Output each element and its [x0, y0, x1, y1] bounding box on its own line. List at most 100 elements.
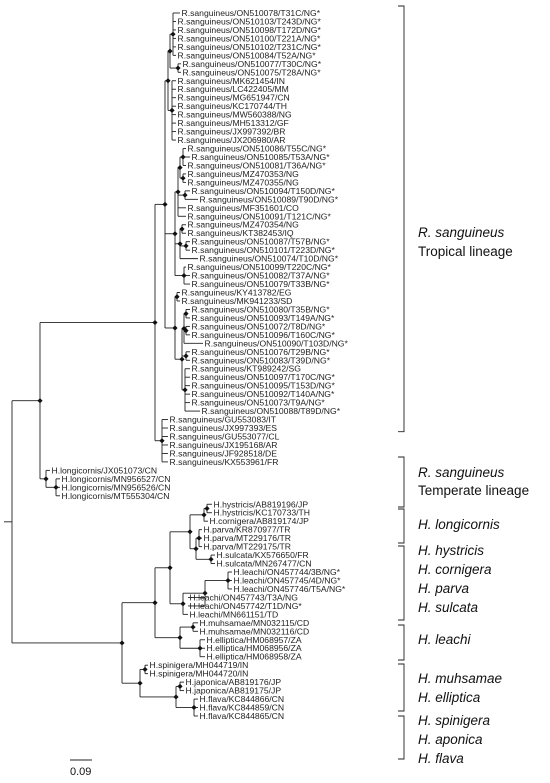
- group-label: R. sanguineus: [418, 225, 505, 240]
- tip-label: H.longicornis/JX051073/CN: [52, 465, 158, 475]
- support-node: [142, 666, 148, 673]
- tip-label: R.sanguineus/MZ470355/NG: [188, 177, 300, 187]
- tip-label: R.sanguineus/ON510098/T172D/NG*: [178, 25, 322, 35]
- group-bracket: [398, 715, 405, 760]
- tip-label: H.hystricis/AB819196/JP: [214, 499, 309, 509]
- tip-label: R.sanguineus/KY413782/EG: [182, 288, 292, 298]
- tip-label: H.sulcata/MN267477/CN: [217, 559, 312, 569]
- group-label: H. spinigera: [418, 713, 491, 728]
- tip-label: R.sanguineus/KX553961/FR: [170, 457, 279, 467]
- tip-label: R.sanguineus/ON510091/T121C/NG*: [188, 211, 332, 221]
- tip-label: R.sanguineus/ON510080/T35B/NG*: [192, 304, 331, 314]
- support-node: [159, 438, 165, 444]
- support-node: [53, 484, 59, 490]
- tip-label: R.sanguineus/ON510101/T223D/NG*: [192, 245, 336, 255]
- support-node: [170, 31, 176, 37]
- tip-label: H.leachi/ON457744/3B/NG*: [234, 567, 341, 577]
- support-node: [187, 529, 193, 535]
- support-node: [169, 107, 175, 114]
- tip-label: R.sanguineus/ON510102/T231C/NG*: [178, 42, 322, 52]
- group-brackets: [398, 5, 405, 760]
- tip-label: R.sanguineus/ON510092/T140A/NG*: [192, 389, 335, 399]
- tip-label: H.parva/MT229176/TR: [204, 533, 291, 543]
- support-node: [183, 353, 189, 359]
- support-node: [196, 535, 202, 541]
- support-node: [177, 164, 183, 171]
- tip-label: R.sanguineus/JX997392/BR: [178, 127, 286, 137]
- tip-label: R.sanguineus/JX206980/AR: [178, 135, 286, 145]
- tree-nodes: [37, 31, 231, 711]
- support-node: [225, 577, 231, 584]
- tip-label: R.sanguineus/JX195168/AR: [170, 440, 278, 450]
- tip-label: R.sanguineus/ON510088/T89D/NG*: [202, 406, 341, 416]
- tip-label: H.longicornis/MN956526/CN: [62, 482, 171, 492]
- group-label: Tropical lineage: [418, 244, 513, 259]
- tip-label: H.flava/KC844865/CN: [200, 711, 285, 721]
- group-label: H. longicornis: [418, 517, 500, 532]
- group-bracket: [398, 5, 405, 433]
- tip-label: R.sanguineus/GU553083/IT: [170, 415, 277, 425]
- support-node: [183, 311, 189, 317]
- tip-label: H.parva/KR870977/TR: [204, 525, 291, 535]
- group-label: H. aponica: [418, 732, 483, 747]
- tip-label: R.sanguineus/JX997393/ES: [170, 423, 278, 433]
- tip-label: R.sanguineus/ON510078/T31C/NG*: [182, 8, 321, 18]
- tip-label: R.sanguineus/MK621454/IN: [178, 76, 286, 86]
- support-node: [208, 556, 214, 562]
- support-node: [201, 512, 207, 518]
- support-node: [37, 398, 43, 404]
- support-node: [179, 356, 185, 362]
- support-node: [177, 635, 183, 641]
- tip-label: H.elliptica/HM068957/ZA: [207, 635, 302, 645]
- tip-label: R.sanguineus/ON510076/T29B/NG*: [192, 347, 331, 357]
- tip-label: H.japonica/AB819176/JP: [186, 677, 282, 687]
- tip-label: H.spinigera/MH044720/IN: [150, 669, 249, 679]
- tip-label: R.sanguineus/ON510100/T221A/NG*: [178, 33, 321, 43]
- tip-label: H.hystricis/KC170733/TH: [214, 508, 310, 518]
- tip-label: R.sanguineus/KT382453/IQ: [188, 228, 294, 238]
- group-label: H. cornigera: [418, 562, 492, 577]
- tip-label: R.sanguineus/ON510103/T243D/NG*: [178, 16, 322, 26]
- support-node: [43, 476, 49, 482]
- tip-label: H.japonica/AB819175/JP: [186, 686, 282, 696]
- tip-label: H.parva/MT229175/TR: [204, 542, 291, 552]
- tip-label: H.flava/KC844866/CN: [200, 694, 285, 704]
- tip-label: R.sanguineus/JF928518/DE: [170, 448, 278, 458]
- tip-label: R.sanguineus/LC422405/MM: [178, 84, 289, 94]
- support-node: [202, 590, 208, 596]
- tip-label: R.sanguineus/ON510093/T149A/NG*: [192, 313, 335, 323]
- tip-label: R.sanguineus/ON510075/T28A/NG*: [183, 67, 322, 77]
- support-node: [165, 78, 171, 84]
- tip-label: H.leachi/MN661151/TD: [190, 609, 279, 619]
- tip-label: R.sanguineus/ON510072/T8D/NG*: [192, 321, 326, 331]
- tip-label: R.sanguineus/ON510095/T153D/NG*: [192, 381, 336, 391]
- support-node: [167, 48, 173, 54]
- group-label: H. muhsamae: [418, 671, 502, 686]
- tip-label: H.cornigera/AB819174/JP: [210, 516, 310, 526]
- tip-label: R.sanguineus/ON510089/T90D/NG*: [200, 194, 339, 204]
- support-node: [197, 645, 203, 651]
- group-label: H. flava: [418, 751, 464, 766]
- support-node: [193, 546, 199, 552]
- support-node: [190, 624, 196, 630]
- group-bracket: [398, 545, 405, 621]
- support-node: [152, 319, 158, 326]
- tip-label: R.sanguineus/MG651947/CN: [178, 93, 290, 103]
- support-node: [181, 325, 187, 332]
- support-node: [174, 294, 180, 300]
- tip-label: R.sanguineus/ON510090/T103D/NG*: [205, 338, 349, 348]
- support-node: [182, 192, 188, 198]
- support-node: [204, 505, 210, 512]
- tip-label: R.sanguineus/MK941233/SD: [182, 296, 293, 306]
- support-node: [175, 189, 181, 195]
- tip-label: R.sanguineus/MZ470354/NG: [188, 220, 300, 230]
- group-label: H. hystricis: [418, 543, 484, 558]
- tip-label: R.sanguineus/ON510082/T37A/NG*: [192, 271, 331, 281]
- tip-label: H.leachi/ON457742/T1D/NG*: [190, 601, 303, 611]
- tip-label: R.sanguineus/ON510073/T9A/NG*: [192, 398, 326, 408]
- support-node: [173, 694, 179, 700]
- tip-label: R.sanguineus/ON510084/T52A/NG*: [178, 50, 317, 60]
- tip-labels: R.sanguineus/ON510078/T31C/NG*R.sanguine…: [52, 8, 349, 721]
